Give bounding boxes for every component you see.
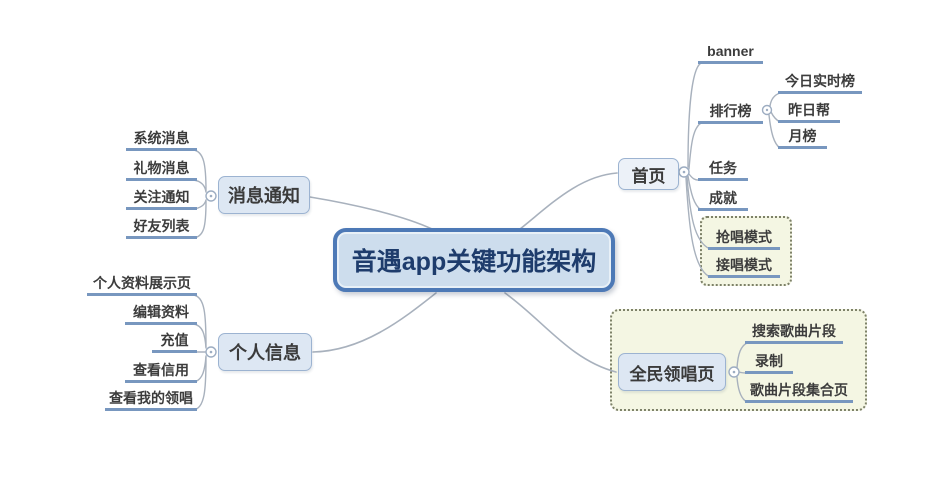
- leaf-profile-display-page[interactable]: 个人资料展示页: [87, 275, 197, 296]
- branch-curves: [309, 172, 618, 373]
- leaf-friends-list[interactable]: 好友列表: [126, 218, 197, 239]
- boundary-sing-modes: [700, 216, 792, 286]
- leaf-record[interactable]: 录制: [745, 353, 793, 374]
- leaf-achievements[interactable]: 成就: [698, 190, 748, 211]
- leaf-grab-sing-mode[interactable]: 抢唱模式: [708, 229, 780, 250]
- collapse-toggle[interactable]: [761, 104, 773, 116]
- leaf-edit-profile[interactable]: 编辑资料: [125, 304, 197, 325]
- collapse-toggles: [205, 104, 773, 378]
- leaf-follow-notifications[interactable]: 关注通知: [126, 189, 197, 210]
- leaf-monthly-rank[interactable]: 月榜: [778, 128, 827, 149]
- collapse-toggle[interactable]: [678, 166, 690, 178]
- collapse-toggle[interactable]: [728, 366, 740, 378]
- leaf-today-realtime-rank[interactable]: 今日实时榜: [778, 73, 862, 94]
- collapse-toggle[interactable]: [205, 190, 217, 202]
- leaf-view-my-lead-songs[interactable]: 查看我的领唱: [105, 390, 197, 411]
- leaf-ranking-list[interactable]: 排行榜: [698, 103, 763, 124]
- node-national-lead-sing-page[interactable]: 全民领唱页: [618, 353, 726, 391]
- leaf-yesterday-rank[interactable]: 昨日帮: [778, 102, 840, 123]
- node-message-notifications[interactable]: 消息通知: [218, 176, 310, 214]
- leaf-recharge[interactable]: 充值: [152, 332, 197, 353]
- leaf-banner[interactable]: banner: [698, 43, 763, 64]
- leaf-view-credit[interactable]: 查看信用: [125, 362, 197, 383]
- collapse-toggle[interactable]: [205, 346, 217, 358]
- node-personal-info[interactable]: 个人信息: [218, 333, 312, 371]
- leaf-song-clip-collection-page[interactable]: 歌曲片段集合页: [745, 382, 853, 403]
- leaf-gift-messages[interactable]: 礼物消息: [126, 160, 197, 181]
- leaf-follow-sing-mode[interactable]: 接唱模式: [708, 257, 780, 278]
- central-topic[interactable]: 音遇app关键功能架构: [333, 228, 615, 292]
- leaf-tasks[interactable]: 任务: [698, 160, 748, 181]
- node-home[interactable]: 首页: [618, 158, 679, 190]
- leaf-system-messages[interactable]: 系统消息: [126, 130, 197, 151]
- leaf-search-song-clips[interactable]: 搜索歌曲片段: [745, 323, 843, 344]
